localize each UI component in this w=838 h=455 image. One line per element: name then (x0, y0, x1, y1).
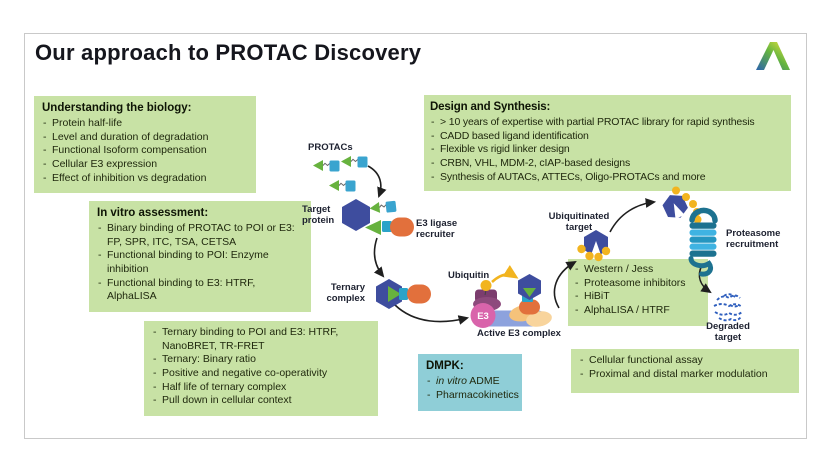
list-item: Protein half-life (42, 117, 248, 131)
ubiquitinated-target-shape (577, 230, 611, 262)
list-item: Western / Jess (574, 263, 702, 277)
ubiquitinated-target-at-proteasome (662, 186, 702, 224)
active-e3-complex-shape: E3 (470, 264, 552, 328)
slide: Our approach to PROTAC Discovery Underst… (24, 33, 807, 439)
arrow-target-to-ternary (373, 237, 385, 278)
bullet-list: Protein half-lifeLevel and duration of d… (42, 117, 248, 185)
label-e3-ligase-recruiter: E3 ligase recruiter (416, 218, 458, 240)
e3-badge-text: E3 (477, 311, 489, 322)
list-item: Positive and negative co-operativity (152, 367, 370, 381)
page-title: Our approach to PROTAC Discovery (35, 40, 422, 65)
list-item: HiBiT (574, 290, 702, 304)
list-item: Synthesis of AUTACs, ATTECs, Oligo-PROTA… (430, 171, 785, 185)
list-item: Ternary binding to POI and E3: HTRF, Nan… (152, 326, 370, 353)
bullet-list: Western / JessProteasome inhibitorsHiBiT… (574, 263, 702, 318)
bullet-list: Ternary binding to POI and E3: HTRF, Nan… (152, 326, 370, 408)
label-degraded-target: Degraded target (706, 321, 750, 343)
box-title: Understanding the biology: (42, 102, 192, 114)
list-item: AlphaLISA / HTRF (574, 304, 702, 318)
list-item: Cellular E3 expression (42, 158, 248, 172)
list-item: Functional binding to E3: HTRF, AlphaLIS… (97, 277, 303, 304)
list-item: Functional binding to POI: Enzyme inhibi… (97, 249, 303, 276)
box-cellular-assays: Cellular functional assayProximal and di… (571, 349, 799, 393)
list-item: Level and duration of degradation (42, 131, 248, 145)
bullet-list: Cellular functional assayProximal and di… (579, 354, 791, 381)
e3-badge-circle (470, 303, 496, 328)
label-ubiquitin: Ubiquitin (448, 270, 490, 281)
arrow-ternary-to-active-e3 (394, 304, 470, 325)
arrow-protacs-to-target (367, 165, 387, 198)
label-target-protein: Target protein (302, 204, 335, 226)
logo-a-glyph (756, 42, 790, 70)
ternary-complex-shape (376, 279, 431, 309)
label-protacs: PROTACs (308, 142, 353, 153)
list-item: CRBN, VHL, MDM-2, cIAP-based designs (430, 157, 785, 171)
list-item: Functional Isoform compensation (42, 144, 248, 158)
label-active-e3-complex: Active E3 complex (477, 328, 561, 339)
list-item: Half life of ternary complex (152, 381, 370, 395)
list-item: Binary binding of PROTAC to POI or E3: F… (97, 222, 303, 249)
label-ubiquitinated-target: Ubiquitinated target (548, 211, 610, 233)
box-title: Design and Synthesis: (430, 101, 551, 113)
label-proteasome-recruitment: Proteasome recruitment (726, 228, 781, 250)
list-item: Pharmacokinetics (426, 389, 519, 403)
list-item: in vitro ADME (426, 375, 514, 389)
box-dmpk: DMPK: in vitro ADMEPharmacokinetics (418, 354, 522, 411)
box-degradation-assays: Western / JessProteasome inhibitorsHiBiT… (568, 259, 708, 326)
box-ternary-binding: Ternary binding to POI and E3: HTRF, Nan… (144, 321, 378, 416)
list-item: Pull down in cellular context (152, 394, 370, 408)
list-item: Effect of inhibition vs degradation (42, 172, 248, 186)
list-item: Ternary: Binary ratio (152, 353, 370, 367)
box-in-vitro-assessment: In vitro assessment: Binary binding of P… (89, 201, 311, 312)
target-protein-shape (342, 199, 370, 231)
list-item: Cellular functional assay (579, 354, 791, 368)
list-item: CADD based ligand identification (430, 130, 785, 144)
e3-ligase-recruiter-shape (365, 217, 414, 237)
bullet-list: Binary binding of PROTAC to POI or E3: F… (97, 222, 303, 304)
bullet-list: in vitro ADMEPharmacokinetics (426, 375, 519, 403)
arrow-ubiquitinated-to-proteasome (609, 198, 657, 233)
list-item: Proteasome inhibitors (574, 277, 702, 291)
label-ternary-complex: Ternary complex (326, 282, 365, 304)
box-understanding-biology: Understanding the biology: Protein half-… (34, 96, 256, 193)
bullet-list: > 10 years of expertise with partial PRO… (430, 116, 785, 184)
box-design-synthesis: Design and Synthesis: > 10 years of expe… (424, 95, 791, 191)
list-item: Flexible vs rigid linker design (430, 143, 785, 157)
degraded-target-icon (713, 293, 743, 322)
company-logo-icon (756, 41, 790, 71)
list-item: > 10 years of expertise with partial PRO… (430, 116, 785, 130)
box-title: DMPK: (426, 360, 464, 372)
list-item: Proximal and distal marker modulation (579, 368, 791, 382)
box-title: In vitro assessment: (97, 207, 209, 219)
ubiquitin-transfer-arrow (491, 264, 519, 283)
